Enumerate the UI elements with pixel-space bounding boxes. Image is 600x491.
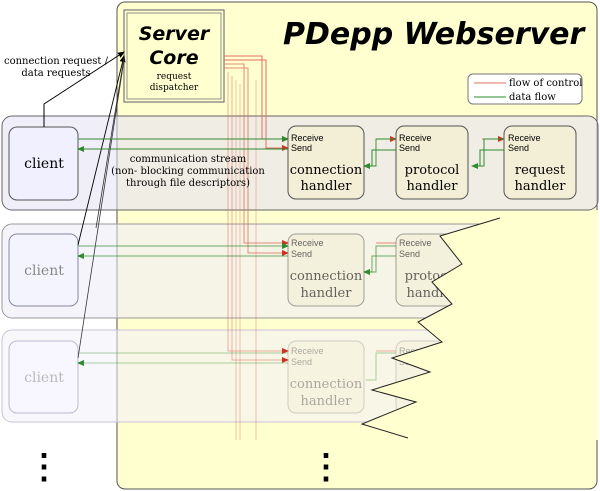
legend-data-label: data flow [509,92,556,103]
connection-handler-sub-1: handler [301,179,353,194]
connection-handler-sub-2: handler [301,286,353,301]
client-box-3 [8,340,79,414]
handler-send-label-1: Send [291,143,312,153]
connection-handler-title-2: connection [290,269,363,284]
client-label-2: client [24,263,64,279]
request-line-client-3 [77,59,125,359]
connection-request-label-1: connection request / [4,56,109,67]
handler-receive-label-5: Receive [399,238,432,248]
client-label-3: client [24,370,64,386]
handler-send-label-4: Send [291,249,312,259]
request-handler-title-1: request [515,163,566,178]
connection-request-label-2: data requests [21,68,90,79]
request-line-extra [95,57,125,229]
stream-label-1: communication stream [130,154,247,165]
handler-send-label-3: Send [508,143,529,153]
connection-handler-title-3: connection [290,377,363,392]
client-box-2 [8,233,79,307]
page-title: PDepp Webserver [283,17,587,52]
handler-receive-label-4: Receive [291,238,324,248]
client-label-1: client [24,156,64,172]
torn-edge-line [360,217,501,439]
server-core-inner [126,12,222,100]
server-core-sub2: dispatcher [150,83,199,93]
handler-send-label-5: Send [399,249,420,259]
server-core-sub1: request [157,72,192,82]
torn-edge-cutout [362,210,598,440]
more-clients-ellipsis: ⋮ [27,447,61,487]
stream-label-3: through file descriptors) [126,178,250,189]
legend-control-label: flow of control [509,78,582,89]
control-flow-lines [224,55,505,440]
data-flow-lines [77,136,504,381]
handler-receive-label-6: Receive [291,346,324,356]
handler-receive-label-1: Receive [291,133,324,143]
server-core-line1: Server [139,23,211,45]
handler-send-label-2: Send [399,143,420,153]
protocol-handler-sub-1: handler [407,179,459,194]
request-handler-box-1 [503,125,577,200]
handler-receive-label-3: Receive [508,133,541,143]
request-handler-sub-1: handler [515,179,567,194]
stream-label-2: (non- blocking communication [111,166,265,177]
protocol-handler-title-1: protocol [405,163,460,178]
request-line-client-1 [43,51,125,127]
connection-handler-title-1: connection [290,163,363,178]
connection-handler-box-2 [287,233,365,307]
connection-handler-box-1 [287,125,365,200]
handler-receive-label-2: Receive [399,133,432,143]
more-handlers-ellipsis: ⋮ [309,447,343,487]
protocol-handler-box-1 [395,125,469,200]
handler-send-label-6: Send [291,357,312,367]
server-core-line2: Core [149,47,198,69]
connection-handler-sub-3: handler [301,394,353,409]
request-line-client-2 [77,55,126,246]
server-core-box [123,9,225,103]
connection-handler-box-3 [287,340,365,414]
